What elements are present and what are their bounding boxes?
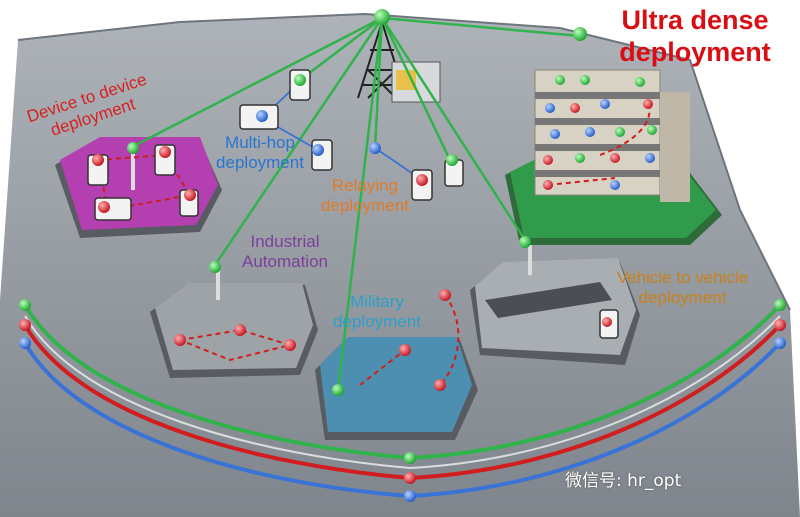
military-label-line-1: Military [350,292,404,311]
industrial-label-line-2: Automation [242,252,328,271]
watermark: 微信号: hr_opt [565,471,682,491]
v2v-label: Vehicle to vehicle deployment [595,268,770,308]
military-platform [315,337,478,440]
node-dots [92,9,657,396]
relaying-label-line-1: Relaying [331,176,399,195]
v2v-label-line-1: Vehicle to vehicle [616,268,749,287]
multihop-label: Multi-hop deployment [200,133,320,173]
cable-nodes [19,299,786,502]
industrial-label-line-1: Industrial [250,232,320,251]
base-station-tower-icon [357,21,407,99]
relaying-label: Relaying deployment [300,176,430,216]
industrial-label: Industrial Automation [225,232,345,272]
d2d-platform [55,137,222,238]
relaying-label-line-2: deployment [321,196,409,215]
v2v-label-line-2: deployment [638,288,727,307]
title: Ultra dense deployment [595,4,795,68]
title-line-2: deployment [619,37,771,67]
multihop-label-line-1: Multi-hop [225,133,295,152]
device-links [96,99,651,386]
title-line-1: Ultra dense [621,5,769,35]
macro-links [129,16,581,391]
multihop-label-line-2: deployment [216,153,304,172]
v2v-platform [470,258,640,365]
military-label-line-2: deployment [333,312,421,331]
military-label: Military deployment [312,292,442,332]
